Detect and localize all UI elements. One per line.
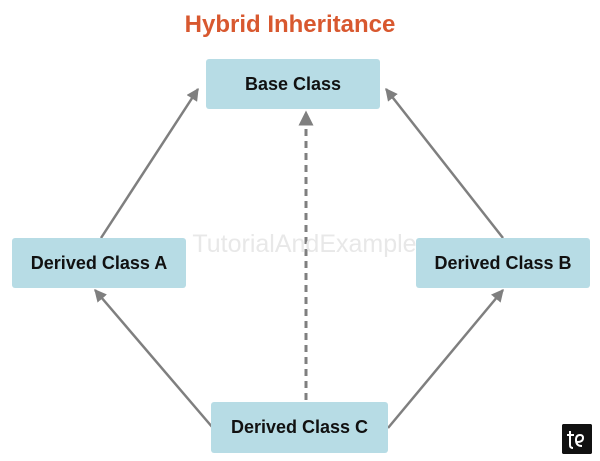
te-logo-icon [562, 424, 592, 454]
derived-class-a-label: Derived Class A [30, 252, 168, 273]
derived-class-b-label: Derived Class B [434, 252, 572, 273]
arrow-b-to-base [385, 88, 504, 239]
base-class-node: Base Class [206, 59, 380, 109]
arrow-c-to-b [387, 289, 504, 429]
arrow-a-to-base [99, 87, 200, 239]
diagram-title: Hybrid Inheritance [184, 11, 396, 38]
derived-class-c-node: Derived Class C [211, 402, 388, 453]
derived-class-a-node: Derived Class A [12, 238, 186, 288]
derived-class-c-label: Derived Class C [230, 417, 369, 437]
arrow-c-to-a [94, 289, 214, 429]
base-class-label: Base Class [244, 73, 342, 94]
derived-class-b-node: Derived Class B [416, 238, 590, 288]
